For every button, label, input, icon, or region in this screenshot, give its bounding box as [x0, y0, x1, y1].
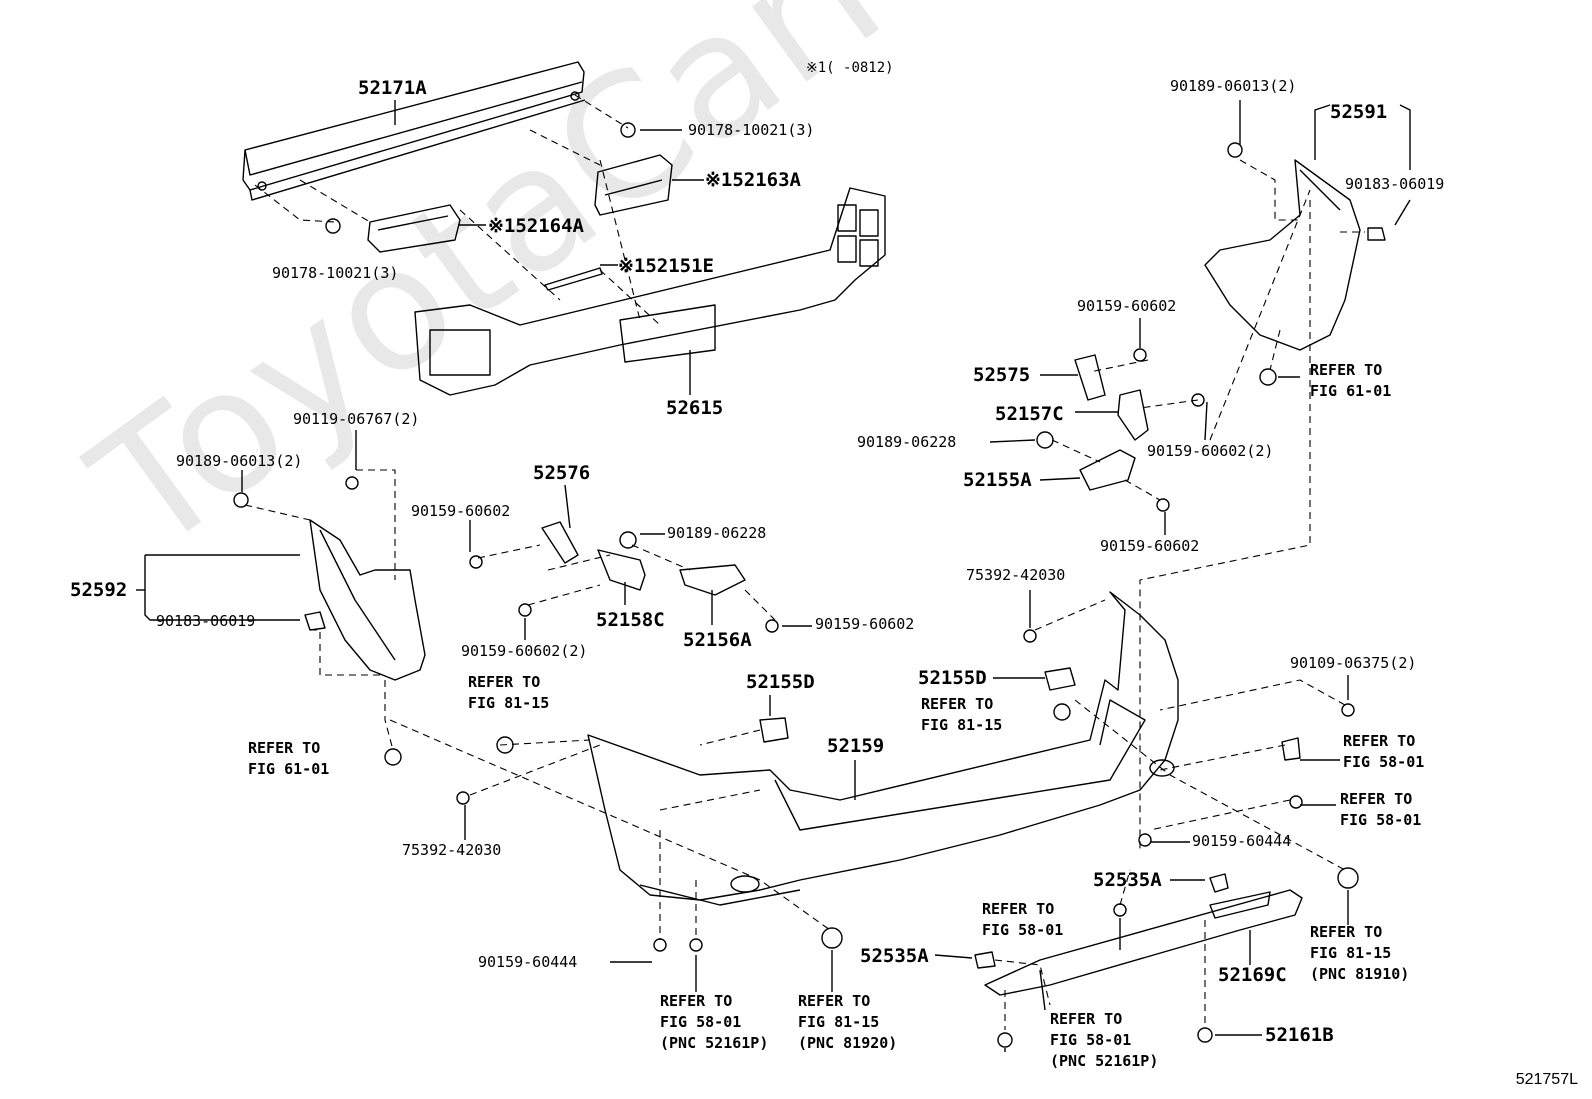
part-label-90159-60602-e: 90159-60602	[815, 615, 915, 633]
bracket-52592	[309, 519, 426, 681]
part-label-52161B: 52161B	[1265, 1024, 1334, 1046]
part-label-52156A: 52156A	[683, 629, 752, 651]
part-label-90159-60602-d: 90159-60602	[411, 502, 511, 520]
diagram-code: 521757L	[1515, 1071, 1578, 1088]
bracket-52164A	[367, 204, 461, 253]
part-label-52535A-a: 52535A	[1093, 869, 1162, 891]
bracket-52576	[541, 521, 579, 564]
part-label-52159: 52159	[827, 735, 885, 757]
bracket-52158C	[597, 549, 646, 591]
part-label-52163A: ※152163A	[705, 169, 801, 191]
part-label-52591: 52591	[1330, 101, 1388, 123]
part-label-52155A: 52155A	[963, 469, 1032, 491]
part-label-52155D-b: 52155D	[746, 671, 815, 693]
part-label-52575: 52575	[973, 364, 1031, 386]
part-label-90159-60602-f: 90159-60602(2)	[461, 642, 588, 660]
part-label-90159-60444-left: 90159-60444	[478, 953, 578, 971]
part-label-52576: 52576	[533, 462, 591, 484]
reinforcement-52171A	[242, 61, 586, 201]
part-label-52151E: ※152151E	[618, 255, 714, 277]
assembly-lines	[244, 94, 1365, 1030]
part-label-90159-60444-right: 90159-60444	[1192, 832, 1292, 850]
part-label-52155D-a: 52155D	[918, 667, 987, 689]
part-label-90189-06228-b: 90189-06228	[667, 524, 767, 542]
part-label-75392-42030-left: 75392-42030	[402, 841, 502, 859]
part-label-90189-06013-left: 90189-06013(2)	[176, 452, 303, 470]
part-label-90189-06228-a: 90189-06228	[857, 433, 957, 451]
bracket-52163A	[594, 154, 673, 216]
part-label-90189-06013-right: 90189-06013(2)	[1170, 77, 1297, 95]
bumper-cover-52159	[587, 591, 1179, 906]
part-label-90119-06767: 90119-06767(2)	[293, 410, 420, 428]
bracket-52156A	[679, 564, 746, 596]
part-label-90109-06375: 90109-06375(2)	[1290, 654, 1417, 672]
step-pad-52169C	[984, 889, 1303, 996]
leader-lines	[136, 100, 1411, 1052]
bracket-52155A	[1079, 449, 1136, 491]
part-label-90159-60602-b: 90159-60602(2)	[1147, 442, 1274, 460]
fasteners	[233, 122, 1386, 1048]
part-label-52615: 52615	[666, 397, 724, 419]
absorber-52615	[414, 187, 886, 396]
part-label-75392-42030-right: 75392-42030	[966, 566, 1066, 584]
part-label-52158C: 52158C	[596, 609, 665, 631]
part-label-52592: 52592	[70, 579, 128, 601]
note-code: ※1( -0812)	[806, 60, 894, 76]
part-label-90159-60602-a: 90159-60602	[1077, 297, 1177, 315]
part-label-90178-10021-bottom: 90178-10021(3)	[272, 264, 399, 282]
part-label-90178-10021-top: 90178-10021(3)	[688, 121, 815, 139]
part-label-90183-06019-left: 90183-06019	[156, 612, 256, 630]
part-label-52535A-b: 52535A	[860, 945, 929, 967]
part-label-52171A: 52171A	[358, 77, 427, 99]
part-label-90159-60602-c: 90159-60602	[1100, 537, 1200, 555]
bracket-52157C	[1117, 389, 1149, 441]
part-label-90183-06019-right: 90183-06019	[1345, 175, 1445, 193]
part-label-52164A: ※152164A	[488, 215, 584, 237]
bracket-52575	[1074, 354, 1106, 401]
bracket-52591	[1204, 159, 1361, 351]
part-label-52169C: 52169C	[1218, 964, 1287, 986]
part-label-52157C: 52157C	[995, 403, 1064, 425]
